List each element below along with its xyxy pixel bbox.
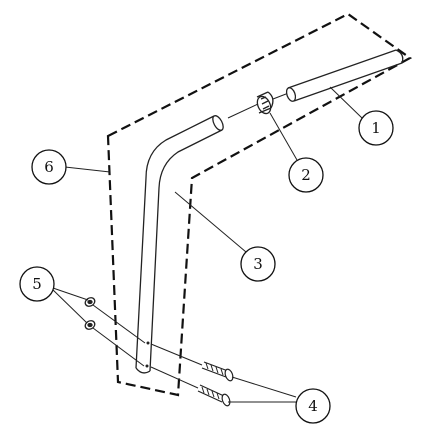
tube-top-end xyxy=(212,115,224,131)
leader-lines xyxy=(49,86,363,403)
straight-tube-1 xyxy=(285,49,404,102)
callout-4: 4 xyxy=(295,388,331,424)
axis-plug-to-tube xyxy=(272,93,287,100)
callout-2: 2 xyxy=(288,157,324,193)
hole-upper xyxy=(146,341,150,345)
leader-3 xyxy=(174,191,247,253)
callout-6: 6 xyxy=(31,149,67,185)
callout-4-label: 4 xyxy=(308,397,318,415)
axis-screw-lower xyxy=(150,366,199,389)
axis-screw-upper xyxy=(150,343,203,366)
tube1-top-edge xyxy=(287,49,397,89)
hole-lower xyxy=(145,364,149,368)
nuts-5 xyxy=(84,297,96,330)
tube1-left-end xyxy=(285,87,297,102)
screw-upper xyxy=(201,361,234,382)
assembly-outline-6 xyxy=(106,12,413,397)
callout-3: 3 xyxy=(240,246,276,282)
callout-1: 1 xyxy=(358,110,394,146)
callout-6-label: 6 xyxy=(44,158,54,176)
axis-tube-to-plug xyxy=(227,103,259,119)
tube-edge-outer xyxy=(135,115,215,369)
callout-5-label: 5 xyxy=(32,275,42,293)
plug-body xyxy=(256,91,274,114)
plug-face xyxy=(256,95,272,115)
leader-4a xyxy=(231,376,297,398)
callout-5: 5 xyxy=(19,266,55,302)
dashed-boundary xyxy=(106,12,413,397)
axis-nut-lower xyxy=(92,327,145,367)
leader-1 xyxy=(329,86,363,119)
leader-2 xyxy=(269,112,298,161)
callout-1-label: 1 xyxy=(371,119,381,137)
plug-ribs xyxy=(260,96,270,110)
bent-tube-3 xyxy=(135,115,224,374)
tube-edge-inner xyxy=(149,129,223,372)
tube-holes xyxy=(145,341,150,368)
leader-5a xyxy=(49,286,89,301)
leader-6 xyxy=(64,166,111,173)
tube1-bottom-edge xyxy=(293,62,403,102)
screw-lower xyxy=(197,384,231,407)
callout-3-label: 3 xyxy=(253,255,263,273)
nut-lower xyxy=(84,320,96,330)
plug-insert-2 xyxy=(256,91,274,115)
screws-4 xyxy=(197,361,234,407)
tube1-right-end xyxy=(395,49,404,64)
callout-2-label: 2 xyxy=(301,166,311,184)
axis-nut-upper xyxy=(92,304,146,344)
tube-bottom-end xyxy=(135,367,151,374)
leader-5b xyxy=(49,286,88,324)
